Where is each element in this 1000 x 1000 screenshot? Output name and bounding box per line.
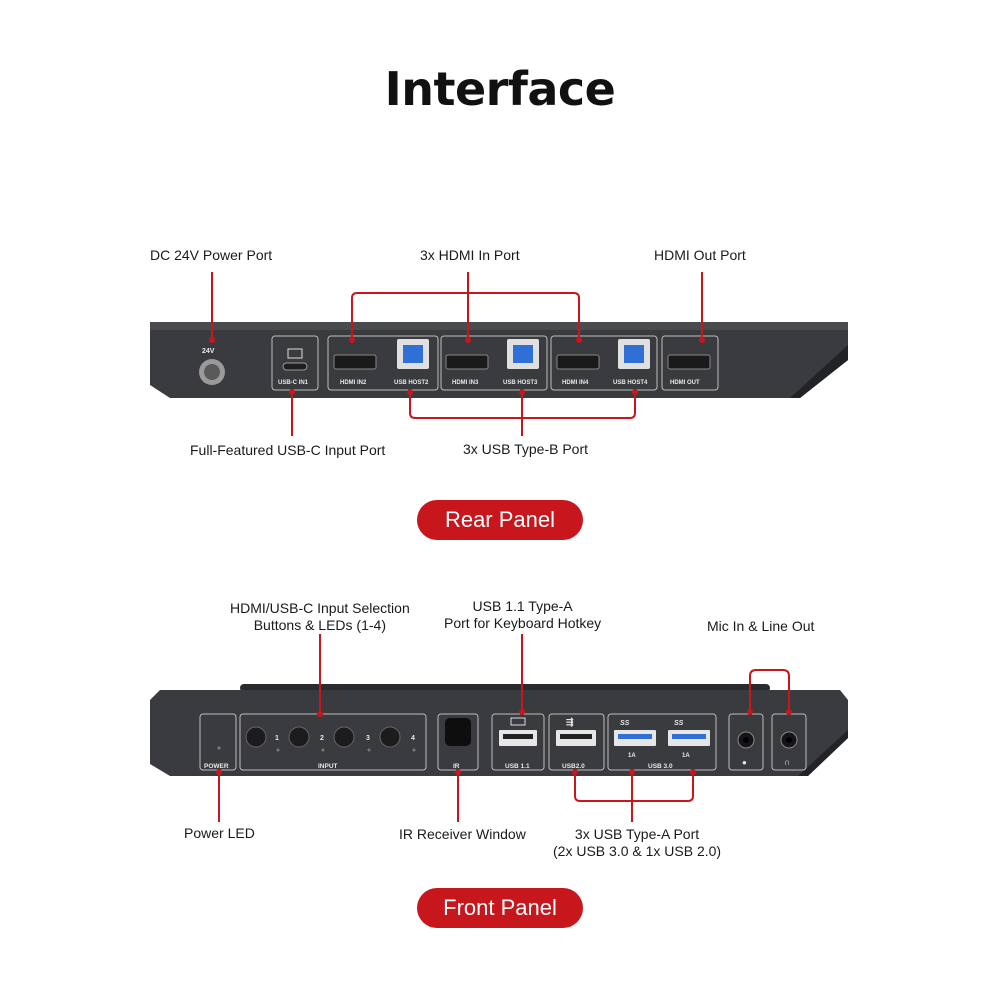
power-port-label: 24V — [202, 348, 215, 355]
input-button-4[interactable] — [379, 726, 401, 748]
button-3-label: 3 — [366, 735, 370, 742]
page-title: Interface — [384, 62, 616, 116]
usb30-label: USB 3.0 — [648, 763, 673, 770]
ir-receiver-window — [445, 718, 471, 746]
hdmi-out-label: HDMI OUT — [670, 380, 700, 386]
usb-host4-port — [618, 339, 650, 369]
callout-usb-a-line2: (2x USB 3.0 & 1x USB 2.0) — [553, 843, 722, 859]
callout-usb11-line1: USB 1.1 Type-A — [472, 598, 573, 614]
input-button-1[interactable] — [245, 726, 267, 748]
callout-usb-a-line1: 3x USB Type-A Port — [574, 826, 700, 842]
usb30-1a-label-2: 1A — [682, 753, 690, 759]
hdmi-out-port — [667, 354, 711, 370]
callout-hdmi-in: 3x HDMI In Port — [420, 247, 520, 263]
input-label: INPUT — [318, 763, 338, 770]
callout-usb-a: 3x USB Type-A Port (2x USB 3.0 & 1x USB … — [553, 826, 721, 860]
host4-label: USB HOST4 — [613, 380, 648, 386]
button-4-label: 4 — [411, 735, 415, 742]
input-button-3[interactable] — [333, 726, 355, 748]
host3-label: USB HOST3 — [503, 380, 538, 386]
callout-power-led: Power LED — [184, 825, 255, 841]
ir-label: IR — [453, 763, 460, 770]
superspeed-icon-1: SS — [620, 720, 630, 727]
superspeed-icon-2: SS — [674, 720, 684, 727]
usb11-label: USB 1.1 — [505, 763, 530, 770]
hdmi-in3-label: HDMI IN3 — [452, 380, 479, 386]
callout-input-buttons: HDMI/USB-C Input Selection Buttons & LED… — [230, 600, 410, 634]
power-label: POWER — [204, 763, 229, 770]
hdmi-in4-port — [556, 354, 600, 370]
button-2-label: 2 — [320, 735, 324, 742]
keyboard-icon — [510, 717, 526, 726]
rear-panel-badge: Rear Panel — [417, 500, 583, 540]
usb30-1a-label-1: 1A — [628, 753, 636, 759]
callout-input-buttons-line2: Buttons & LEDs (1-4) — [253, 617, 386, 633]
callout-usb-b: 3x USB Type-B Port — [463, 441, 589, 457]
usbc-port — [282, 362, 308, 371]
rear-callout-lines — [211, 272, 703, 436]
hdmi-in4-label: HDMI IN4 — [562, 380, 589, 386]
usbc-port-label: USB-C IN1 — [278, 380, 309, 386]
hdmi-in2-label: HDMI IN2 — [340, 380, 367, 386]
callout-input-buttons-line1: HDMI/USB-C Input Selection — [230, 600, 410, 616]
hdmi-in2-port — [333, 354, 377, 370]
input-button-2[interactable] — [288, 726, 310, 748]
usb-trident-icon: ⇶ — [566, 717, 574, 727]
callout-usbc-in: Full-Featured USB-C Input Port — [190, 442, 386, 458]
callout-usb11-line2: Port for Keyboard Hotkey — [444, 615, 602, 631]
callout-mic-line: Mic In & Line Out — [707, 618, 815, 634]
front-callout-lines — [218, 634, 790, 822]
host2-label: USB HOST2 — [394, 380, 429, 386]
usb-host2-port — [397, 339, 429, 369]
button-1-label: 1 — [275, 735, 279, 742]
laptop-icon — [287, 348, 303, 359]
usb-host3-port — [507, 339, 539, 369]
callout-ir: IR Receiver Window — [399, 826, 526, 842]
headphones-icon: ∩ — [784, 757, 791, 767]
front-panel-badge: Front Panel — [417, 888, 583, 928]
power-led — [217, 746, 221, 750]
usb20-label: USB2.0 — [562, 763, 585, 770]
microphone-icon: ● — [742, 758, 747, 767]
hdmi-in3-port — [445, 354, 489, 370]
callout-hdmi-out: HDMI Out Port — [654, 247, 746, 263]
callout-usb11: USB 1.1 Type-A Port for Keyboard Hotkey — [444, 598, 601, 632]
callout-dc-power: DC 24V Power Port — [150, 247, 273, 263]
